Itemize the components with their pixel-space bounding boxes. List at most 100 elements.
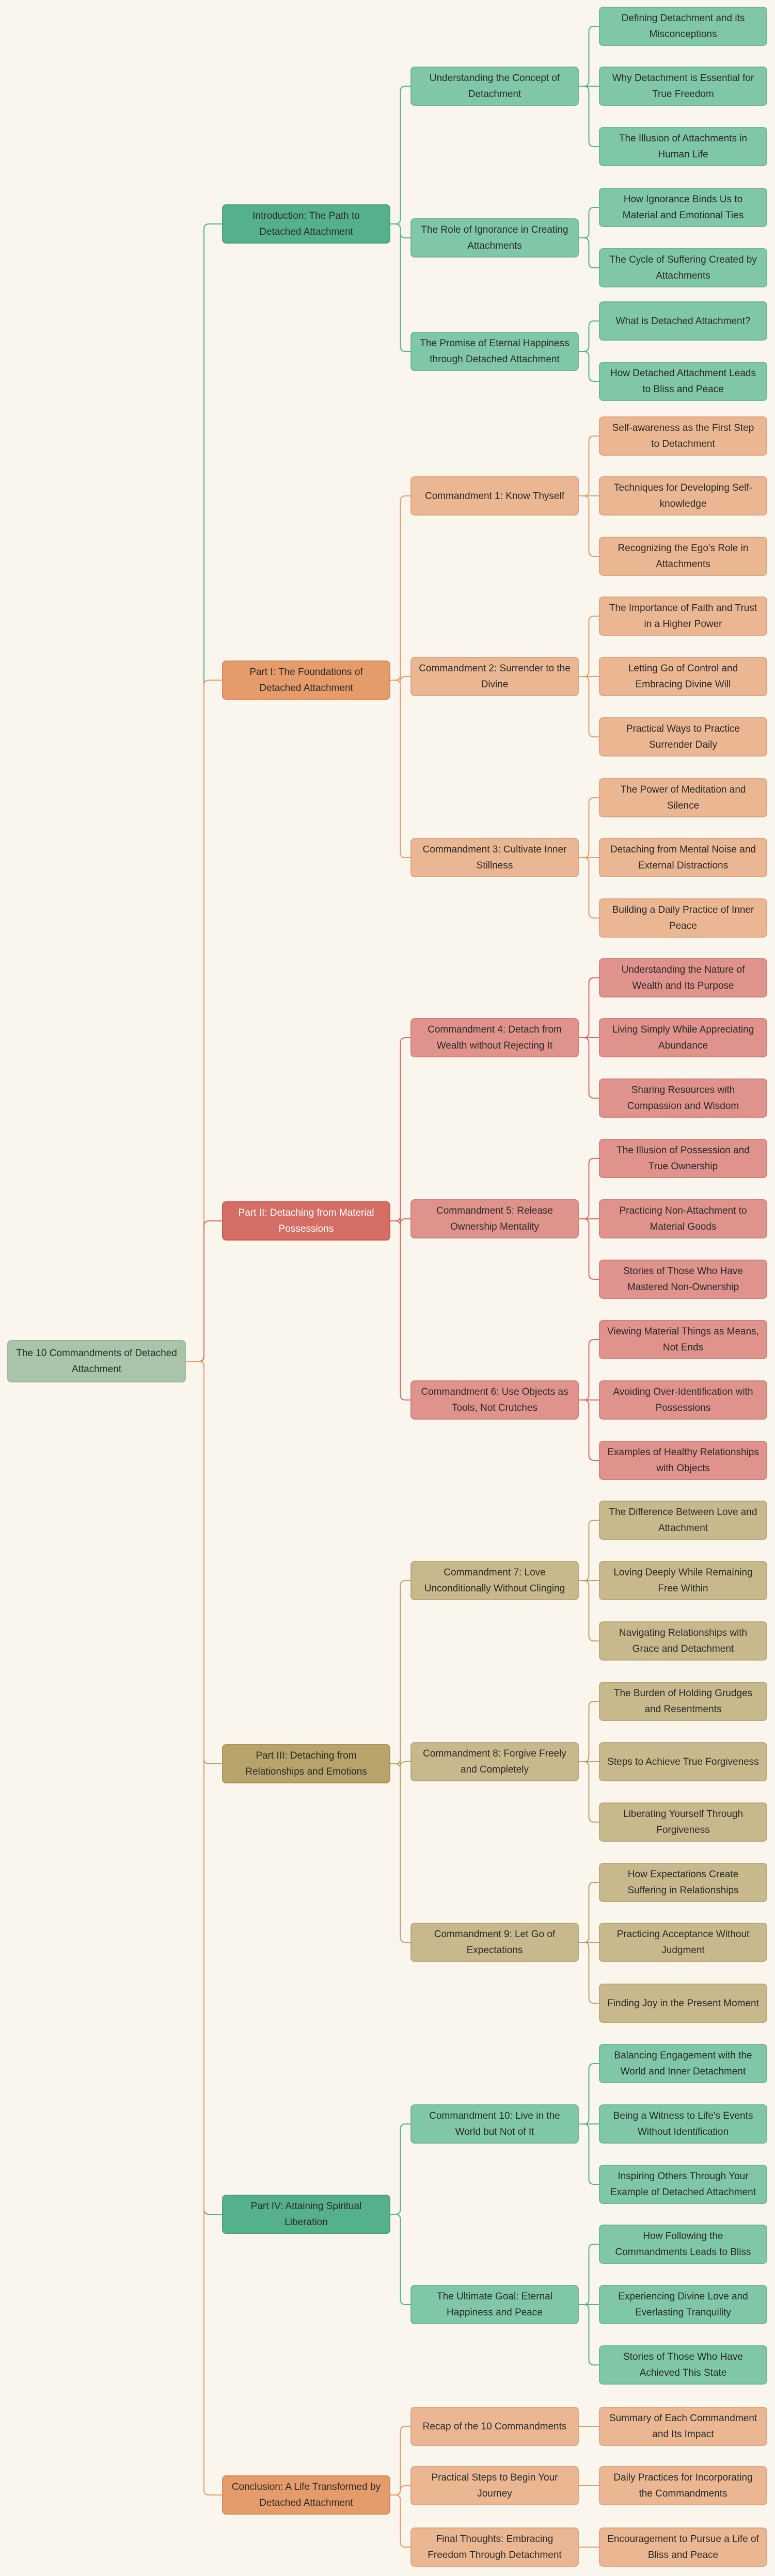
item-node[interactable]: Self-awareness as the First Step to Deta…	[599, 416, 767, 456]
topic-to-item-line	[579, 1218, 599, 1280]
item-node[interactable]: Inspiring Others Through Your Example of…	[599, 2165, 767, 2204]
section-to-topic-line	[390, 1580, 410, 1764]
item-node[interactable]: Daily Practices for Incorporating the Co…	[599, 2466, 767, 2505]
item-node[interactable]: Finding Joy in the Present Moment	[599, 1984, 767, 2023]
item-node[interactable]: Examples of Healthy Relationships with O…	[599, 1441, 767, 1480]
item-node[interactable]: Viewing Material Things as Means, Not En…	[599, 1320, 767, 1359]
item-node[interactable]: Avoiding Over-Identification with Posses…	[599, 1380, 767, 1420]
topic-to-item-line	[579, 351, 599, 382]
topic-node[interactable]: Understanding the Concept of Detachment	[410, 67, 579, 106]
topic-node[interactable]: Commandment 3: Cultivate Inner Stillness	[410, 838, 579, 877]
item-node[interactable]: Summary of Each Commandment and Its Impa…	[599, 2407, 767, 2446]
topic-to-item-line	[579, 2123, 599, 2185]
item-node[interactable]: The Power of Meditation and Silence	[599, 778, 767, 817]
item-node[interactable]: Navigating Relationships with Grace and …	[599, 1621, 767, 1661]
item-node[interactable]: Stories of Those Who Have Achieved This …	[599, 2345, 767, 2385]
item-node[interactable]: What is Detached Attachment?	[599, 301, 767, 341]
item-node[interactable]: The Cycle of Suffering Created by Attach…	[599, 248, 767, 287]
item-node[interactable]: Liberating Yourself Through Forgiveness	[599, 1802, 767, 1842]
item-node[interactable]: The Difference Between Love and Attachme…	[599, 1501, 767, 1540]
item-node[interactable]: How Ignorance Binds Us to Material and E…	[599, 188, 767, 227]
item-node[interactable]: Being a Witness to Life's Events Without…	[599, 2104, 767, 2144]
item-node[interactable]: Sharing Resources with Compassion and Wi…	[599, 1078, 767, 1118]
item-node[interactable]: Balancing Engagement with the World and …	[599, 2044, 767, 2083]
section-to-topic-line	[390, 1037, 410, 1221]
item-node[interactable]: How Expectations Create Suffering in Rel…	[599, 1863, 767, 1902]
topic-to-item-line	[579, 1942, 599, 2004]
topic-node[interactable]: Commandment 5: Release Ownership Mentali…	[410, 1199, 579, 1238]
item-node[interactable]: How Following the Commandments Leads to …	[599, 2225, 767, 2264]
item-node[interactable]: Letting Go of Control and Embracing Divi…	[599, 657, 767, 696]
item-node[interactable]: Living Simply While Appreciating Abundan…	[599, 1018, 767, 1057]
item-node[interactable]: Detaching from Mental Noise and External…	[599, 838, 767, 877]
topic-to-item-line	[579, 1037, 599, 1099]
topic-node[interactable]: Final Thoughts: Embracing Freedom Throug…	[410, 2527, 579, 2567]
item-node[interactable]: Encouragement to Pursue a Life of Bliss …	[599, 2527, 767, 2567]
topic-node[interactable]: Commandment 6: Use Objects as Tools, Not…	[410, 1380, 579, 1420]
topic-node[interactable]: The Role of Ignorance in Creating Attach…	[410, 218, 579, 257]
item-node[interactable]: Why Detachment is Essential for True Fre…	[599, 67, 767, 106]
section-node[interactable]: Conclusion: A Life Transformed by Detach…	[222, 2475, 390, 2515]
item-node[interactable]: The Importance of Faith and Trust in a H…	[599, 597, 767, 636]
topic-to-item-line	[579, 977, 599, 1038]
root-node[interactable]: The 10 Commandments of Detached Attachme…	[7, 1340, 186, 1382]
topic-to-item-line	[579, 2304, 599, 2365]
item-node[interactable]: The Illusion of Attachments in Human Lif…	[599, 127, 767, 166]
topic-node[interactable]: Commandment 4: Detach from Wealth withou…	[410, 1018, 579, 1057]
topic-to-item-line	[579, 1399, 599, 1461]
topic-node[interactable]: Recap of the 10 Commandments	[410, 2407, 579, 2446]
section-to-topic-line	[390, 1215, 410, 1225]
topic-to-item-line	[579, 495, 599, 557]
topic-node[interactable]: Commandment 8: Forgive Freely and Comple…	[410, 1742, 579, 1781]
section-node[interactable]: Part III: Detaching from Relationships a…	[222, 1744, 390, 1783]
topic-to-item-line	[579, 1580, 599, 1641]
root-to-section-line	[186, 1220, 222, 1362]
topic-to-item-line	[579, 1339, 599, 1400]
section-to-topic-line	[390, 2494, 410, 2548]
item-node[interactable]: How Detached Attachment Leads to Bliss a…	[599, 362, 767, 401]
topic-node[interactable]: Commandment 2: Surrender to the Divine	[410, 657, 579, 696]
section-to-topic-line	[390, 680, 410, 858]
section-to-topic-line	[390, 86, 410, 224]
topic-to-item-line	[579, 320, 599, 352]
item-node[interactable]: Practicing Acceptance Without Judgment	[599, 1923, 767, 1962]
item-node[interactable]: Understanding the Nature of Wealth and I…	[599, 958, 767, 997]
item-node[interactable]: Defining Detachment and its Misconceptio…	[599, 7, 767, 46]
section-to-topic-line	[390, 1758, 410, 1767]
topic-node[interactable]: Commandment 9: Let Go of Expectations	[410, 1923, 579, 1962]
item-node[interactable]: Stories of Those Who Have Mastered Non-O…	[599, 1260, 767, 1299]
item-node[interactable]: The Illusion of Possession and True Owne…	[599, 1139, 767, 1178]
item-node[interactable]: Practicing Non-Attachment to Material Go…	[599, 1199, 767, 1238]
topic-node[interactable]: The Ultimate Goal: Eternal Happiness and…	[410, 2285, 579, 2324]
section-to-topic-line	[390, 2123, 410, 2215]
topic-to-item-line	[579, 616, 599, 677]
topic-node[interactable]: Commandment 10: Live in the World but No…	[410, 2104, 579, 2144]
topic-node[interactable]: Commandment 7: Love Unconditionally With…	[410, 1561, 579, 1600]
topic-to-item-line	[579, 1882, 599, 1943]
item-node[interactable]: Experiencing Divine Love and Everlasting…	[599, 2285, 767, 2324]
item-node[interactable]: Building a Daily Practice of Inner Peace	[599, 898, 767, 938]
section-to-topic-line	[390, 2485, 410, 2496]
item-node[interactable]: Loving Deeply While Remaining Free Withi…	[599, 1561, 767, 1600]
topic-node[interactable]: The Promise of Eternal Happiness through…	[410, 332, 579, 371]
topic-node[interactable]: Practical Steps to Begin Your Journey	[410, 2466, 579, 2505]
item-node[interactable]: Steps to Achieve True Forgiveness	[599, 1742, 767, 1781]
section-node[interactable]: Part IV: Attaining Spiritual Liberation	[222, 2195, 390, 2234]
item-node[interactable]: Techniques for Developing Self-knowledge	[599, 476, 767, 516]
section-node[interactable]: Part I: The Foundations of Detached Atta…	[222, 661, 390, 700]
item-node[interactable]: Recognizing the Ego's Role in Attachment…	[599, 537, 767, 576]
section-node[interactable]: Introduction: The Path to Detached Attac…	[222, 204, 390, 244]
topic-to-item-line	[579, 1158, 599, 1219]
topic-to-item-line	[579, 1761, 599, 1823]
section-node[interactable]: Part II: Detaching from Material Possess…	[222, 1201, 390, 1241]
topic-to-item-line	[579, 2063, 599, 2124]
topic-to-item-line	[579, 2244, 599, 2305]
item-node[interactable]: The Burden of Holding Grudges and Resent…	[599, 1682, 767, 1721]
item-node[interactable]: Practical Ways to Practice Surrender Dai…	[599, 717, 767, 756]
section-to-topic-line	[390, 2214, 410, 2305]
root-to-section-line	[186, 1361, 222, 2496]
topic-to-item-line	[579, 1701, 599, 1762]
topic-node[interactable]: Commandment 1: Know Thyself	[410, 476, 579, 516]
section-to-topic-line	[390, 1763, 410, 1943]
topic-to-item-line	[579, 857, 599, 919]
